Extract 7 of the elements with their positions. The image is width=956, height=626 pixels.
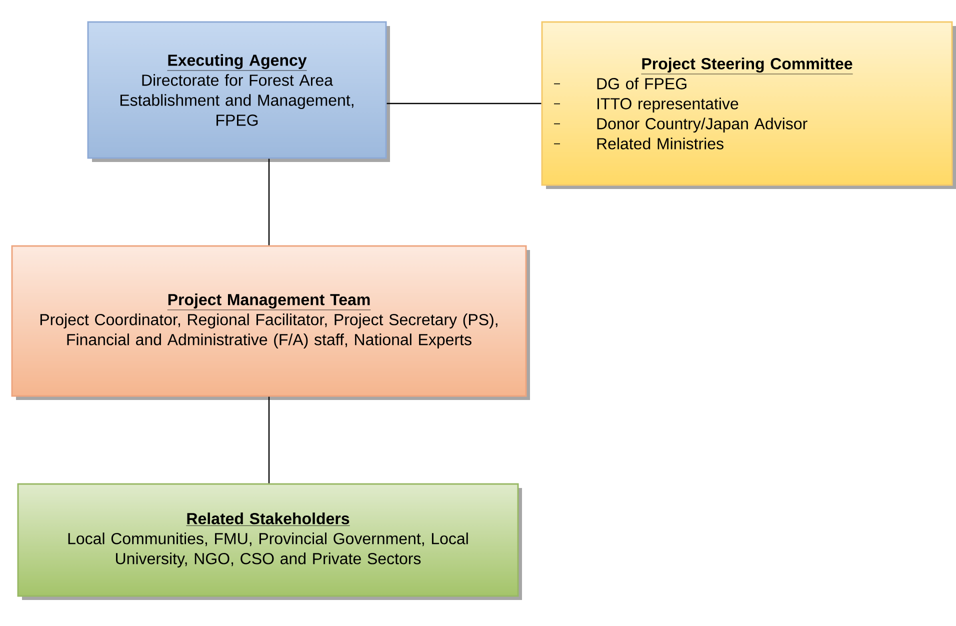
process-box: Project Management Team Project Coordinator, Regional Facilitator, Project Secretary (PS), Financial and Administrative (F/A) staff, National Experts: [11, 245, 530, 400]
connector-line: [268, 158, 270, 246]
committee-box: Project Steering Committee DG of FPEG ITTO representative Donor Country/Japan Advisor Related Ministries: [541, 21, 956, 189]
process-box: Related Stakeholders Local Communities, FMU, Provincial Government, Local University, NGO, CSO and Private Sectors: [17, 483, 522, 600]
connector-line: [386, 102, 542, 104]
process-box: Executing Agency Directorate for Forest Area Establishment and Management, FPEG: [87, 21, 390, 162]
connector-line: [268, 396, 270, 484]
